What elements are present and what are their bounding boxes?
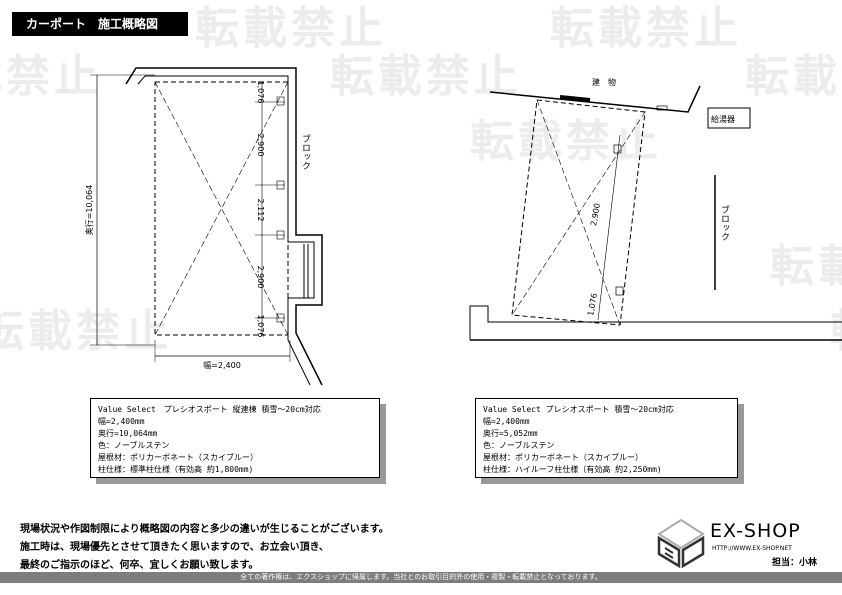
watermark: 転載禁止 bbox=[830, 295, 842, 359]
page-title: カーポート 施工概略図 bbox=[12, 12, 188, 36]
left-dimension-labels: 奥行=10,064 幅=2,400 1,076 2,900 2,112 2,90… bbox=[84, 81, 265, 370]
brand-name: EX-SHOP bbox=[710, 520, 801, 542]
watermark: 転載禁止 bbox=[550, 3, 742, 54]
watermark: 転載禁止 bbox=[745, 51, 842, 102]
spec-line: Value Select プレシオスポート 積雪～20cm対応 bbox=[483, 405, 674, 414]
watermark: 転載禁止 bbox=[0, 306, 172, 357]
copyright-footer: 全ての著作権は、エクスショップに帰属します。当社とのお取引目的外の使用・複製・転… bbox=[0, 572, 842, 583]
segment-dimension: 2,112 bbox=[256, 199, 265, 222]
watermark: 転載禁止 bbox=[0, 51, 102, 102]
building-label: 建 物 bbox=[592, 77, 616, 87]
right-drawing: 建 物 給湯器 2,900 1,076 bbox=[469, 77, 842, 341]
spec-line: 屋根材：ポリカーボネート（スカイブルー） bbox=[483, 453, 643, 462]
width-dimension: 幅=2,400 bbox=[203, 360, 241, 370]
spec-line: 柱仕様：標準柱仕様（有効高 約1,800mm) bbox=[98, 465, 254, 474]
staff-name: 担当：小林 bbox=[772, 558, 818, 568]
block-label: ブロック bbox=[300, 134, 310, 170]
spec-line: 柱仕様：ハイルーフ柱仕様（有効高 約2,250mm) bbox=[483, 465, 662, 474]
block-label: ブロック bbox=[719, 205, 729, 241]
ex-shop-logo-icon bbox=[657, 518, 705, 568]
spec-line: Value Select プレシオスポート 縦連棟 積雪～20cm対応 bbox=[98, 405, 321, 414]
brand-url: HTTP://WWW.EX-SHOP.NET bbox=[712, 545, 792, 552]
spec-line: 奥行=10,064mm bbox=[98, 429, 158, 438]
notice: 現場状況や作図制限により概略図の内容と多少の違いが生じることがございます。 施工… bbox=[20, 521, 389, 575]
water-heater-label: 給湯器 bbox=[711, 114, 735, 124]
spec-line: 奥行=5,052mm bbox=[483, 429, 538, 438]
left-drawing: 奥行=10,064 幅=2,400 1,076 2,900 2,112 2,90… bbox=[84, 67, 323, 386]
depth-dimension: 奥行=10,064 bbox=[84, 185, 94, 236]
spec-line: 色：ノーブルステン bbox=[98, 441, 170, 450]
notice-line: 現場状況や作図制限により概略図の内容と多少の違いが生じることがございます。 bbox=[20, 524, 389, 535]
spec-line: 色：ノーブルステン bbox=[483, 441, 555, 450]
watermark: 転載禁止 bbox=[770, 241, 842, 292]
watermark: 転載禁止 bbox=[470, 116, 662, 167]
notice-line: 最終のご指示のほど、何卒、宜しくお願い致します。 bbox=[20, 560, 259, 571]
spec-line: 幅=2,400mm bbox=[98, 417, 145, 426]
segment-dimension: 2,900 bbox=[256, 134, 265, 157]
watermark: 転載禁止 bbox=[330, 51, 522, 102]
notice-line: 施工時は、現場優先とさせて頂きたく思いますので、お立会い頂き、 bbox=[20, 542, 329, 553]
spec-box-left: Value Select プレシオスポート 縦連棟 積雪～20cm対応 幅=2,… bbox=[90, 398, 380, 478]
segment-dimension: 1,076 bbox=[256, 315, 265, 338]
spec-box-right: Value Select プレシオスポート 積雪～20cm対応 幅=2,400m… bbox=[475, 398, 738, 478]
spec-line: 屋根材：ポリカーボネート（スカイブルー） bbox=[98, 453, 258, 462]
segment-dimension: 1,076 bbox=[256, 81, 265, 104]
segment-dimension: 2,900 bbox=[256, 266, 265, 289]
watermark: 転載禁止 bbox=[195, 3, 387, 54]
spec-line: 幅=2,400mm bbox=[483, 417, 530, 426]
segment-dimension: 2,900 bbox=[589, 203, 602, 227]
segment-dimension: 1,076 bbox=[586, 293, 599, 317]
